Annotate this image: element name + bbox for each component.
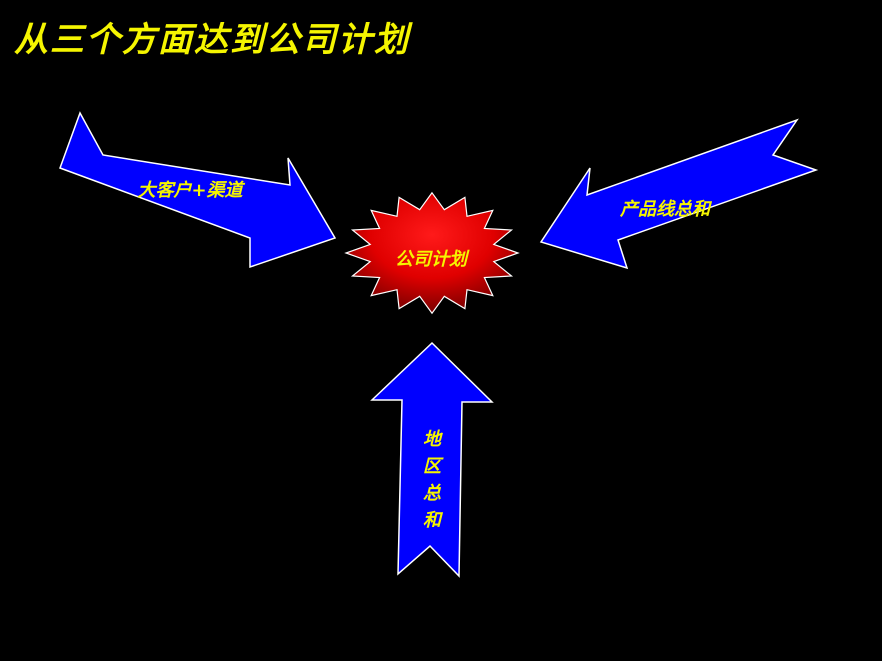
center-label: 公司计划 (395, 249, 470, 270)
center-starburst (344, 191, 520, 315)
arrow-label-key-accounts: 大客户+渠道 (137, 180, 245, 201)
arrow-label-product-lines: 产品线总和 (619, 199, 713, 220)
arrow-label-regions: 地区总和 (423, 429, 444, 531)
arrow-regions (370, 341, 494, 578)
arrow-product-lines (539, 118, 819, 270)
slide-title: 从三个方面达到公司计划 (14, 20, 410, 60)
arrow-key-accounts (59, 111, 337, 269)
